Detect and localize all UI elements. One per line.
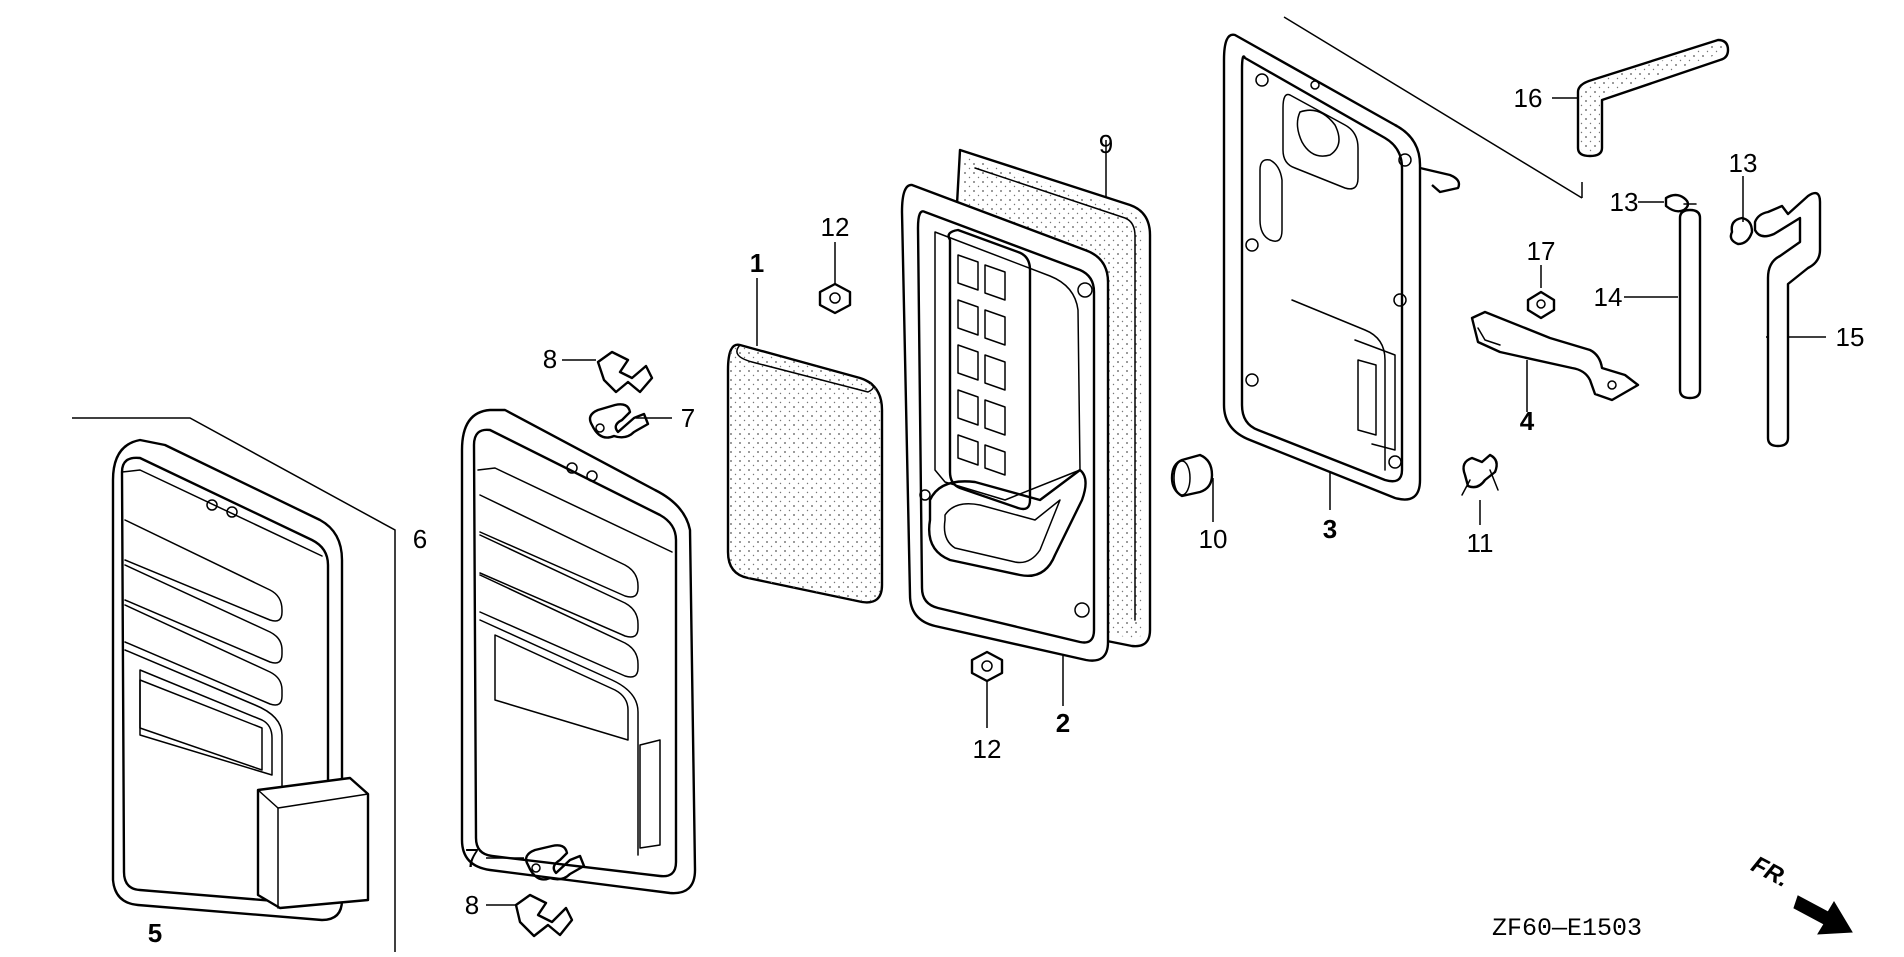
callout-6: 6 <box>413 524 427 554</box>
callout-4: 4 <box>1520 406 1535 436</box>
callout-11: 11 <box>1467 528 1494 558</box>
callout-7-bottom: 7 <box>465 843 479 873</box>
part-15-tube <box>1753 191 1826 448</box>
front-marker: FR. <box>1747 851 1853 935</box>
callout-8-bottom: 8 <box>465 890 479 920</box>
part-4-bracket <box>1470 310 1640 412</box>
part-16-tube <box>1552 38 1730 158</box>
callout-12-top: 12 <box>821 212 850 242</box>
callout-13-left: 13 <box>1610 187 1639 217</box>
part-2-air-cleaner-case <box>900 183 1110 706</box>
part-10-grommet <box>1170 453 1214 522</box>
callout-1: 1 <box>750 248 764 278</box>
part-13-clip-left <box>1638 193 1697 213</box>
front-marker-label: FR. <box>1747 851 1794 893</box>
part-8-clip-top <box>562 350 654 394</box>
diagram-code: ZF60—E1503 <box>1492 914 1642 943</box>
part-7-clip-bottom <box>486 844 586 881</box>
callout-12-bottom: 12 <box>973 734 1002 764</box>
part-6-inner-cover <box>460 408 697 895</box>
front-direction-arrow-icon <box>1793 895 1853 935</box>
callout-10: 10 <box>1199 524 1228 554</box>
part-13-clip-right <box>1729 176 1754 246</box>
part-14-tube <box>1624 208 1702 400</box>
callout-8-top: 8 <box>543 344 557 374</box>
callout-2: 2 <box>1056 708 1070 738</box>
part-17-nut <box>1526 265 1556 320</box>
part-3-elbow-base <box>1222 16 1583 510</box>
part-12-nut-top <box>818 242 852 315</box>
callout-15: 15 <box>1836 322 1865 352</box>
callout-16: 16 <box>1514 83 1543 113</box>
part-8-clip-bottom <box>486 893 574 938</box>
callout-9: 9 <box>1099 129 1113 159</box>
callout-14: 14 <box>1594 282 1623 312</box>
part-5-outer-cover <box>72 417 396 952</box>
callout-17: 17 <box>1527 236 1556 266</box>
callout-7-top: 7 <box>681 403 695 433</box>
part-11-clamp <box>1461 453 1499 525</box>
part-7-clip-top <box>588 403 672 439</box>
callout-13-right: 13 <box>1729 148 1758 178</box>
part-1-foam-filter <box>726 278 884 604</box>
part-12-nut-bottom <box>970 650 1004 728</box>
callout-5: 5 <box>148 918 162 948</box>
callout-3: 3 <box>1323 514 1337 544</box>
